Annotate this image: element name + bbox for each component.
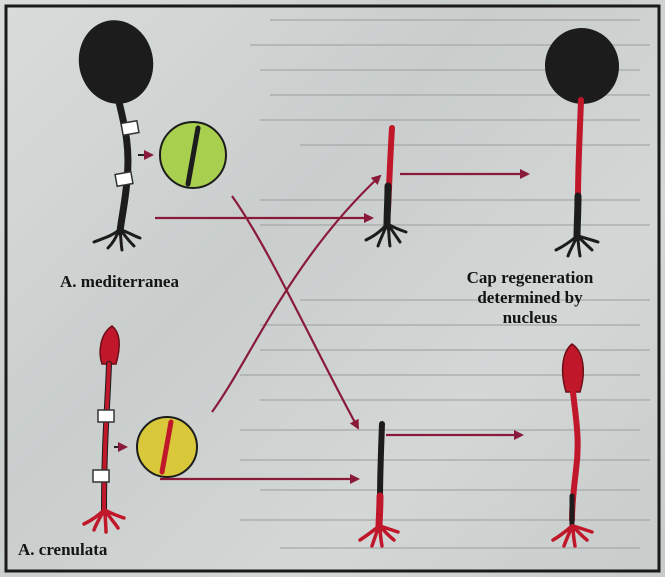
- result-rhizoid: [556, 236, 598, 256]
- label-crenulata: A. crenulata: [18, 540, 107, 560]
- cut-marker: [121, 121, 139, 136]
- graft-rhizoid: [360, 526, 398, 546]
- cut-marker: [115, 172, 133, 187]
- graft-base-black: [387, 186, 388, 226]
- graft-base-red: [379, 496, 380, 528]
- label-mediterranea: A. mediterranea: [60, 272, 179, 292]
- graft-rhizoid: [366, 224, 406, 246]
- graft-stalk-black: [380, 424, 382, 500]
- mediterranea-stalk: [118, 98, 128, 232]
- mediterranea-rhizoid: [94, 230, 140, 250]
- result-line-1: Cap regeneration: [440, 268, 620, 288]
- result-line-3: nucleus: [440, 308, 620, 328]
- crenulata-rhizoid: [84, 510, 124, 532]
- result-base-black: [577, 196, 578, 238]
- regenerated-crenulata-cap: [563, 344, 584, 392]
- regenerated-mediterranea-cap: [539, 22, 625, 110]
- result-line-2: determined by: [440, 288, 620, 308]
- cut-marker: [93, 470, 109, 482]
- arrow-cren-segment-to-top-graft: [212, 176, 380, 412]
- mediterranea-cell: [71, 13, 226, 250]
- bottom-result: [553, 344, 592, 546]
- result-rhizoid: [553, 526, 592, 546]
- cut-marker: [98, 410, 114, 422]
- crenulata-cap: [100, 326, 119, 364]
- label-result: Cap regeneration determined by nucleus: [440, 268, 620, 328]
- result-stalk-red: [578, 100, 581, 198]
- crenulata-cell: [84, 326, 197, 532]
- arrow-med-segment-to-bottom-graft: [232, 196, 358, 428]
- top-graft: [366, 128, 406, 246]
- bottom-graft: [360, 424, 398, 546]
- top-result: [539, 22, 625, 256]
